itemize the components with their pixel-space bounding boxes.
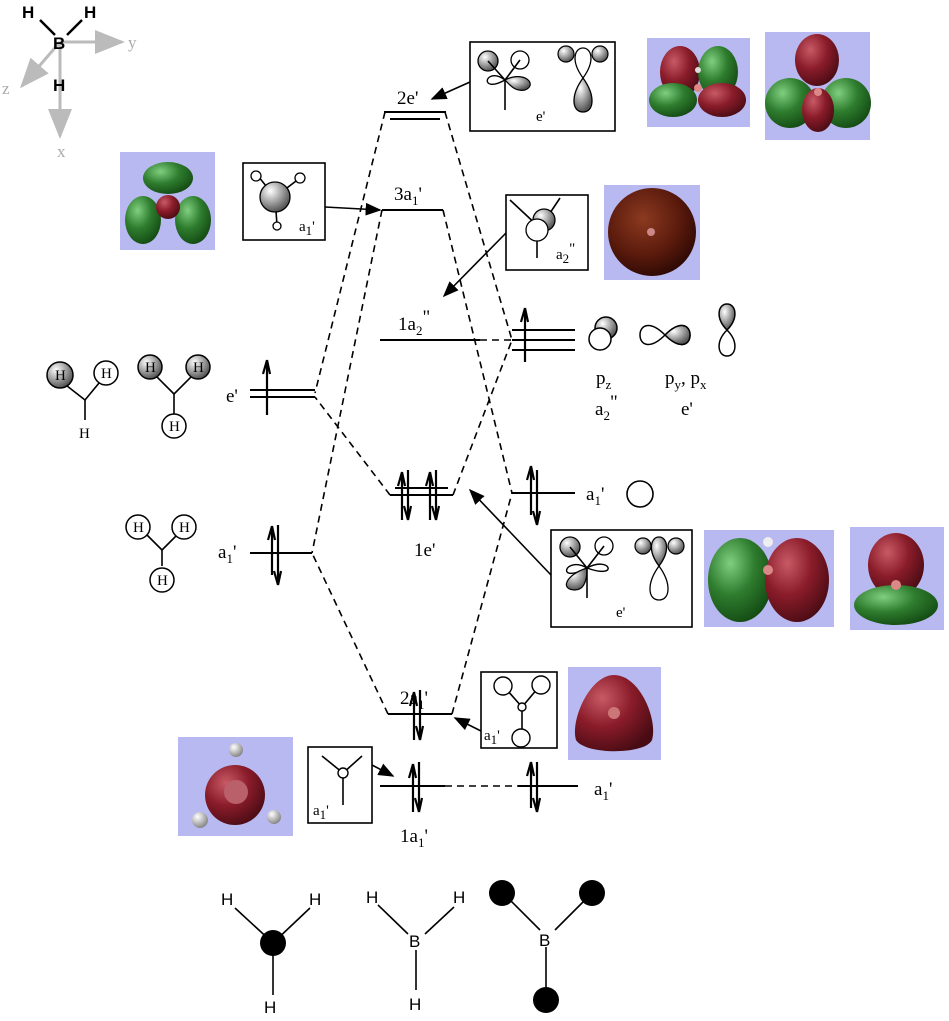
svg-text:a1': a1' xyxy=(313,803,329,822)
svg-text:H: H xyxy=(264,998,276,1017)
svg-text:H: H xyxy=(133,520,144,536)
arrow-to-3a1 xyxy=(324,202,382,216)
svg-text:H: H xyxy=(409,995,421,1014)
svg-text:a2": a2" xyxy=(556,241,575,266)
svg-text:a1': a1' xyxy=(594,779,612,803)
mo-level-1a2: 1a2" xyxy=(380,307,480,341)
svg-text:1a1': 1a1' xyxy=(400,826,428,850)
coordinate-axes: H H B H y z x xyxy=(2,3,137,161)
axis-atom-h: H xyxy=(53,76,65,95)
box-a2-schematic: a2" xyxy=(505,194,589,271)
axis-label-y: y xyxy=(128,33,137,52)
svg-text:B: B xyxy=(409,932,420,951)
boron-fragment-structure: B xyxy=(489,880,605,1013)
pypx-label: py, px xyxy=(665,368,707,392)
svg-text:e': e' xyxy=(536,109,546,125)
surface-1a1 xyxy=(178,737,293,836)
box-2e-schematic: e' xyxy=(469,41,616,132)
h3-e-orbital-1: H H H xyxy=(46,360,119,442)
svg-text:1e': 1e' xyxy=(414,540,435,561)
h3-a1-level: a1' xyxy=(218,525,312,586)
svg-text:e': e' xyxy=(226,386,238,407)
h3-e-level: e' xyxy=(226,359,315,415)
svg-text:3a1': 3a1' xyxy=(394,184,422,208)
svg-text:H: H xyxy=(101,366,112,382)
pz-orbital-icon xyxy=(588,316,618,351)
svg-text:a1': a1' xyxy=(299,219,315,238)
svg-text:e': e' xyxy=(616,605,626,621)
arrow-to-1a1 xyxy=(371,763,395,777)
h3-a1-orbital: H H H xyxy=(125,514,197,593)
boron-core-level: a1' xyxy=(518,761,612,813)
py-orbital-icon xyxy=(639,324,691,346)
box-3a1-schematic: a1' xyxy=(242,162,326,241)
arrow-to-2a1 xyxy=(453,717,482,732)
svg-text:2a1': 2a1' xyxy=(400,688,428,712)
mo-level-2e: 2e' xyxy=(384,88,446,120)
surface-a2 xyxy=(604,185,700,280)
box-2a1-schematic: a1' xyxy=(480,671,558,749)
surface-2e-a xyxy=(647,38,750,127)
axis-atom-h: H xyxy=(22,3,34,22)
boron-s-level: a1' xyxy=(512,465,654,526)
mo-level-3a1: 3a1' xyxy=(382,184,443,211)
svg-text:H: H xyxy=(145,360,156,376)
axis-atom-h: H xyxy=(84,3,96,22)
svg-text:H: H xyxy=(453,888,465,907)
mo-level-2a1: 2a1' xyxy=(388,688,452,741)
surface-2a1 xyxy=(568,667,661,760)
pz-label: pz xyxy=(596,368,612,392)
boron-p-levels xyxy=(512,307,575,362)
h3-fragment-structure: H H H xyxy=(221,890,321,1017)
svg-text:a1': a1' xyxy=(218,542,236,566)
svg-text:H: H xyxy=(55,368,66,384)
svg-text:H: H xyxy=(179,520,190,536)
arrow-to-2e xyxy=(430,81,471,100)
svg-text:H: H xyxy=(309,890,321,909)
s-orbital-icon xyxy=(626,480,654,508)
svg-text:H: H xyxy=(169,419,180,435)
h3-e-orbital-2: H H H xyxy=(137,354,211,439)
pypx-symmetry-label: e' xyxy=(681,399,693,420)
svg-text:H: H xyxy=(221,890,233,909)
surface-1e-b xyxy=(850,527,944,630)
surface-2e-b xyxy=(765,32,871,140)
svg-text:2e': 2e' xyxy=(397,88,418,109)
svg-text:H: H xyxy=(79,426,90,442)
axis-label-z: z xyxy=(2,79,10,98)
mo-level-1e: 1e' xyxy=(390,470,453,561)
svg-text:H: H xyxy=(193,360,204,376)
correlation-lines xyxy=(311,111,518,787)
axis-label-x: x xyxy=(57,142,66,161)
svg-text:H: H xyxy=(366,888,378,907)
svg-text:B: B xyxy=(539,931,550,950)
svg-text:a1': a1' xyxy=(484,728,500,747)
box-1e-schematic: e' xyxy=(550,529,693,628)
mo-level-1a1: 1a1' xyxy=(380,762,445,850)
svg-text:H: H xyxy=(157,573,168,589)
axis-atom-b: B xyxy=(53,34,65,53)
box-1a1-schematic: a1' xyxy=(307,746,373,824)
px-orbital-icon xyxy=(718,303,736,357)
svg-text:1a2": 1a2" xyxy=(398,307,430,338)
bh3-structure: H H B H xyxy=(366,888,465,1014)
pz-symmetry-label: a2" xyxy=(595,392,618,423)
arrow-to-1e xyxy=(468,488,552,576)
surface-1e-a xyxy=(704,530,834,627)
svg-text:a1': a1' xyxy=(586,484,604,508)
surface-3a1 xyxy=(120,152,215,250)
arrow-to-1a2 xyxy=(442,232,507,298)
